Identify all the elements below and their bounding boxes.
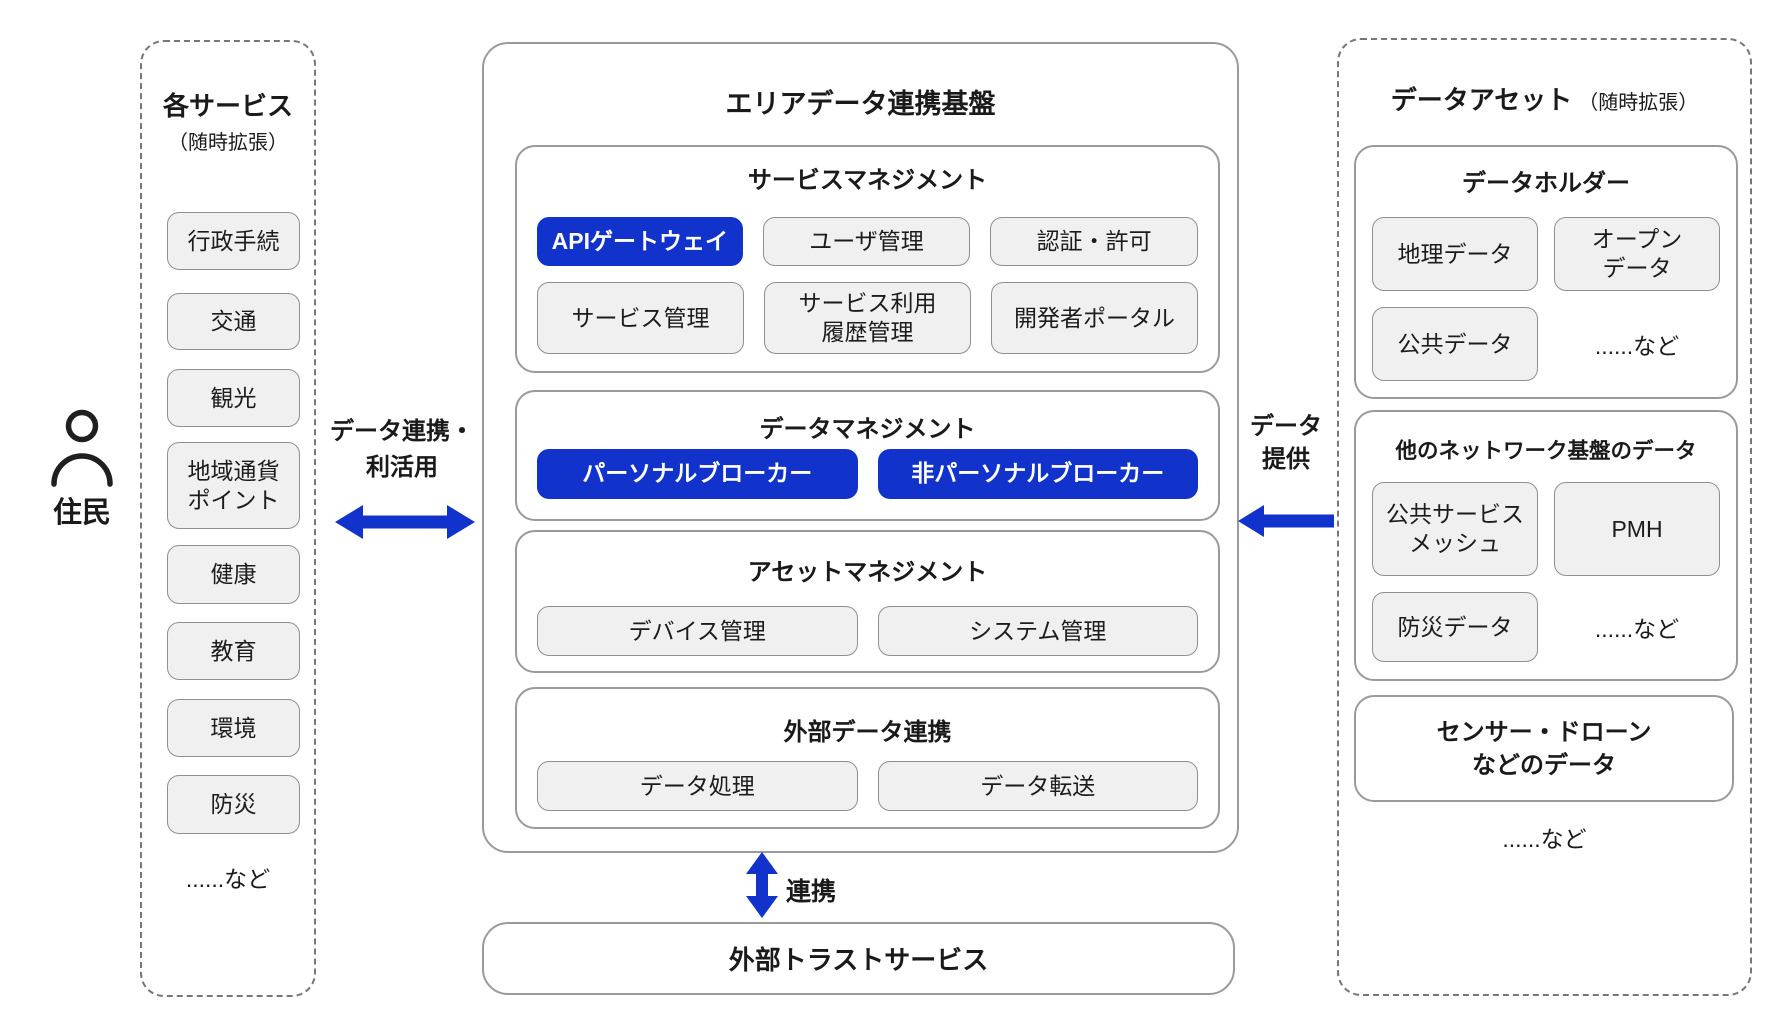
device-management-node: デバイス管理 (537, 606, 858, 656)
data-assets-panel: データアセット （随時拡張） データホルダー 地理データ オープン データ 公共… (1337, 38, 1752, 996)
data-provide-arrow-label: データ 提供 (1250, 413, 1322, 473)
renkei-label: 連携 (786, 878, 837, 906)
service-item-transport: 交通 (167, 293, 300, 350)
non-personal-broker-node: 非パーソナルブローカー (877, 449, 1198, 499)
data-use-arrow-label: データ連携・ 利活用 (330, 418, 474, 481)
system-management-node: システム管理 (877, 606, 1198, 656)
services-subtitle: （随時拡張） (168, 132, 288, 154)
service-management-title: サービスマネジメント (747, 167, 988, 194)
service-management-node: サービス管理 (537, 282, 744, 354)
services-title: 各サービス (162, 91, 293, 121)
data-management-section: データマネジメント パーソナルブローカー 非パーソナルブローカー (515, 390, 1220, 521)
asset-management-title: アセットマネジメント (747, 559, 988, 586)
services-etc-label: ......など (185, 866, 271, 892)
asset-management-section: アセットマネジメント デバイス管理 システム管理 (515, 530, 1220, 673)
external-data-linkage-title: 外部データ連携 (783, 719, 952, 746)
data-assets-etc-label: ......など (1502, 826, 1587, 852)
data-assets-subtitle: （随時拡張） (1578, 92, 1699, 114)
service-usage-history-node: サービス利用 履歴管理 (764, 282, 971, 354)
geo-data-node: 地理データ (1372, 217, 1538, 291)
renkei-double-arrow-icon (746, 852, 778, 918)
disaster-data-node: 防災データ (1372, 592, 1538, 662)
open-data-node: オープン データ (1554, 217, 1720, 291)
data-holder-etc-label: ......など (1594, 333, 1680, 359)
data-assets-title: データアセット (1390, 85, 1573, 115)
service-item-admin-procedures: 行政手続 (167, 212, 300, 270)
public-service-mesh-node: 公共サービス メッシュ (1372, 482, 1538, 576)
services-panel: 各サービス （随時拡張） 行政手続 交通 観光 地域通貨 ポイント 健康 教育 … (140, 40, 316, 997)
user-management-node: ユーザ管理 (762, 217, 971, 266)
service-item-disaster-prevention: 防災 (167, 775, 300, 834)
data-management-title: データマネジメント (759, 416, 976, 443)
service-management-section: サービスマネジメント APIゲートウェイ ユーザ管理 認証・許可 サービス管理 … (515, 145, 1220, 373)
service-item-local-currency-points: 地域通貨 ポイント (167, 442, 300, 529)
other-network-data-title: 他のネットワーク基盤のデータ (1395, 439, 1697, 463)
api-gateway-node: APIゲートウェイ (537, 217, 743, 266)
data-processing-node: データ処理 (537, 761, 858, 811)
other-network-etc-label: ......など (1594, 616, 1680, 642)
pmh-node: PMH (1554, 482, 1720, 576)
platform-box: エリアデータ連携基盤 サービスマネジメント APIゲートウェイ ユーザ管理 認証… (482, 42, 1239, 853)
platform-title: エリアデータ連携基盤 (725, 89, 996, 119)
external-data-linkage-section: 外部データ連携 データ処理 データ転送 (515, 687, 1220, 829)
other-network-data-box: 他のネットワーク基盤のデータ 公共サービス メッシュ PMH 防災データ ...… (1354, 410, 1738, 681)
data-provide-arrow-icon (1238, 505, 1334, 537)
service-item-health: 健康 (167, 545, 300, 604)
service-item-environment: 環境 (167, 699, 300, 757)
resident-label: 住民 (52, 497, 111, 529)
authentication-authorization-node: 認証・許可 (990, 217, 1199, 266)
external-trust-services-box: 外部トラストサービス (482, 922, 1235, 995)
personal-broker-node: パーソナルブローカー (537, 449, 858, 499)
data-holder-box: データホルダー 地理データ オープン データ 公共データ ......など (1354, 145, 1738, 399)
public-data-node: 公共データ (1372, 307, 1538, 381)
service-item-education: 教育 (167, 622, 300, 680)
resident-person-icon (51, 409, 113, 487)
sensor-drone-data-box: センサー・ドローン などのデータ (1354, 695, 1734, 802)
data-transfer-node: データ転送 (877, 761, 1198, 811)
data-holder-title: データホルダー (1462, 170, 1630, 197)
data-use-double-arrow-icon (335, 505, 475, 539)
developer-portal-node: 開発者ポータル (991, 282, 1198, 354)
service-item-tourism: 観光 (167, 369, 300, 427)
